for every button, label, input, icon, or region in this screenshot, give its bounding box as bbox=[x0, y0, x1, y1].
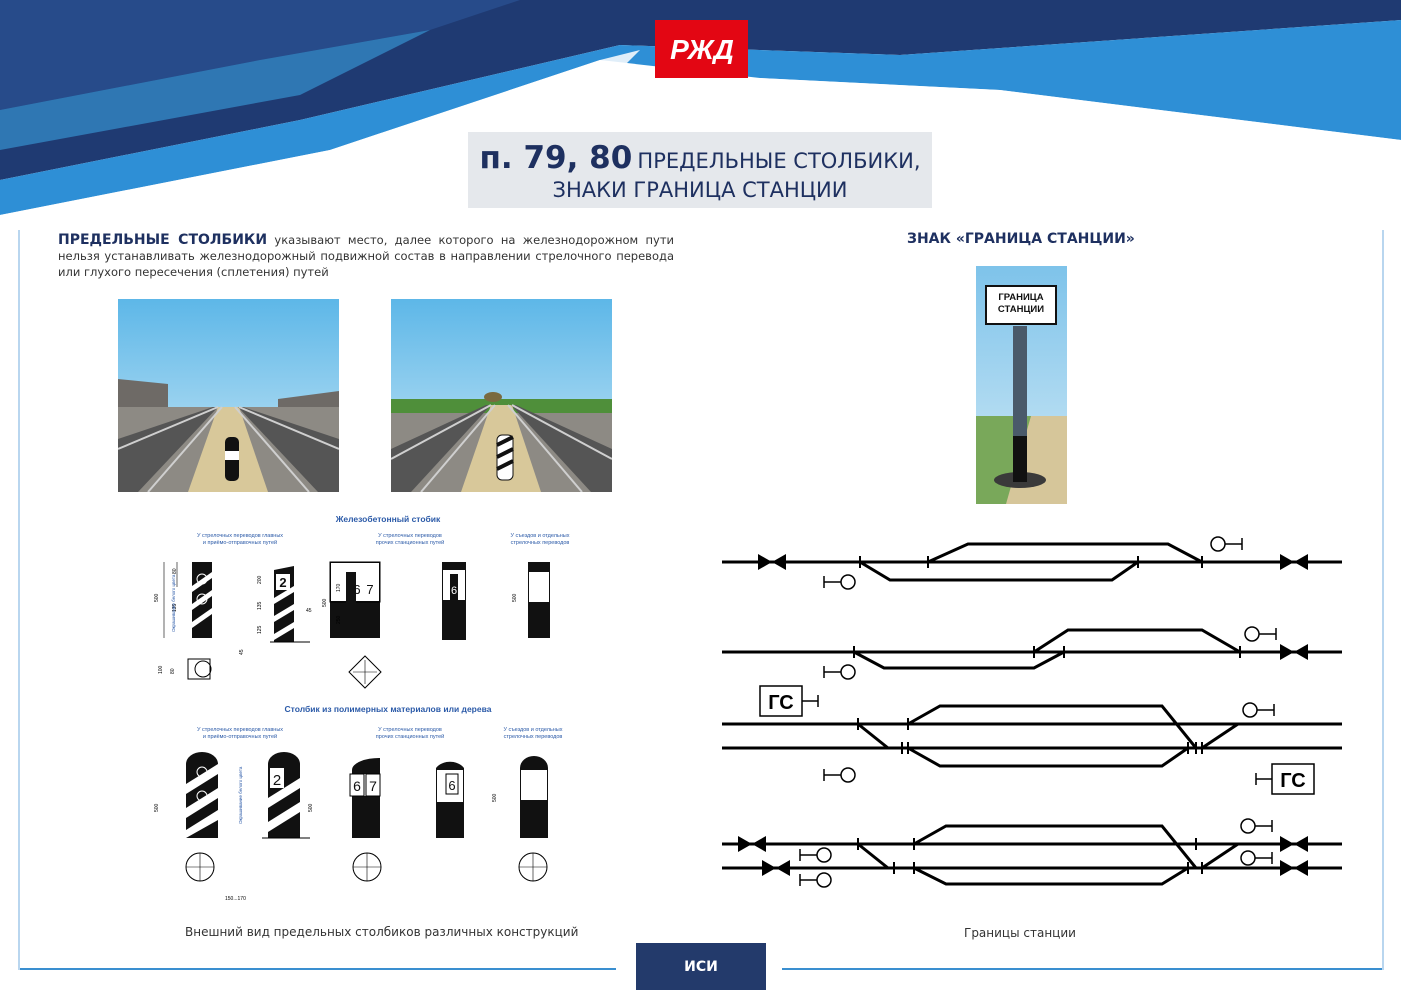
footer-tab: ИСИ bbox=[636, 943, 766, 990]
number-6-top: 6 bbox=[353, 582, 360, 597]
polymer-post-3: 6 7 500 bbox=[308, 757, 381, 838]
number-2-top: 2 bbox=[279, 575, 286, 590]
rzd-logo: РЖД bbox=[655, 20, 748, 78]
gs-sign-right: ГС bbox=[1255, 763, 1315, 795]
photo-limit-post-1 bbox=[118, 299, 339, 492]
station-sign-plate: ГРАНИЦА СТАНЦИИ bbox=[986, 292, 1056, 316]
rzd-logo-text: РЖД bbox=[670, 34, 734, 64]
dim-135-a: 135 bbox=[172, 603, 178, 612]
concrete-post-title: Железобетонный стобик bbox=[335, 514, 441, 524]
limit-post-drawings: Железобетонный стобик У стрелочных перев… bbox=[154, 514, 570, 902]
drawings-caption: Внешний вид предельных столбиков различн… bbox=[185, 925, 579, 939]
dim-45-a: 45 bbox=[239, 649, 245, 655]
page-title: п. 79, 80 ПРЕДЕЛЬНЫЕ СТОЛБИКИ, ЗНАКИ ГРА… bbox=[468, 132, 932, 208]
dim-125-b: 125 bbox=[257, 625, 263, 634]
number-2-bottom: 2 bbox=[273, 772, 281, 789]
header-background bbox=[0, 0, 1401, 228]
dim-80-a: 80 bbox=[172, 568, 178, 574]
rzd-logo-icon: РЖД bbox=[670, 34, 734, 64]
dim-170-c: 170 bbox=[336, 583, 342, 592]
polymer-post-2: 2 bbox=[262, 752, 310, 839]
intro-bold: ПРЕДЕЛЬНЫЕ СТОЛБИКИ bbox=[58, 232, 268, 248]
number-6-bottom: 6 bbox=[353, 778, 361, 794]
plan-diamond bbox=[348, 655, 382, 689]
station-sign-photo: ГРАНИЦА СТАНЦИИ bbox=[976, 266, 1067, 504]
dim-200-b: 200 bbox=[257, 575, 263, 584]
title-line2: ЗНАКИ ГРАНИЦА СТАНЦИИ bbox=[552, 178, 848, 202]
side-note-b: Окрашивание белого цвета bbox=[238, 766, 243, 824]
intro-paragraph: ПРЕДЕЛЬНЫЕ СТОЛБИКИ указывают место, дал… bbox=[58, 232, 674, 280]
number-6-top-b: 6 bbox=[451, 585, 457, 597]
dim-500-h: 500 bbox=[492, 793, 498, 802]
dim-500-a: 500 bbox=[154, 593, 160, 602]
number-7-top: 7 bbox=[366, 582, 373, 597]
footer-line-left bbox=[18, 968, 616, 970]
station-sign-heading: ЗНАК «ГРАНИЦА СТАНЦИИ» bbox=[907, 231, 1135, 247]
dim-45-b: 45 bbox=[306, 608, 312, 614]
plate-line2: СТАНЦИИ bbox=[997, 304, 1045, 315]
dim-80-plan: 80 bbox=[170, 668, 176, 674]
gs-label-right: ГС bbox=[1280, 770, 1306, 792]
station-sign-illustration bbox=[976, 266, 1067, 504]
dim-135-b: 135 bbox=[257, 601, 263, 610]
dim-250-c: 250 bbox=[336, 615, 342, 624]
title-line1: ПРЕДЕЛЬНЫЕ СТОЛБИКИ, bbox=[637, 149, 921, 173]
frame-right bbox=[1382, 230, 1384, 970]
polymer-post-title: Столбик из полимерных материалов или дер… bbox=[285, 704, 492, 714]
polymer-post-5: 500 bbox=[492, 756, 548, 838]
gs-label-left: ГС bbox=[768, 692, 794, 714]
dim-100: 100 bbox=[158, 665, 164, 674]
number-6-bottom-b: 6 bbox=[448, 778, 455, 793]
polymer-post-1: 500 Окрашивание белого цвета bbox=[154, 752, 243, 838]
polymer-post-4: 6 bbox=[436, 761, 464, 838]
concrete-post-4: 6 bbox=[442, 562, 466, 640]
photo-limit-post-2 bbox=[391, 299, 612, 492]
dim-500-c: 500 bbox=[322, 598, 328, 607]
station-boundary-schemes: ГС ГС bbox=[722, 536, 1342, 888]
title-number: п. 79, 80 bbox=[479, 140, 633, 176]
frame-left bbox=[18, 230, 20, 970]
dim-500-g: 500 bbox=[308, 803, 314, 812]
concrete-post-5: 500 bbox=[512, 562, 550, 638]
intro-text: указывают место, далее которого на желез… bbox=[58, 233, 675, 279]
side-note-a: Окрашивание белого цвета bbox=[171, 574, 176, 632]
scheme-caption: Границы станции bbox=[964, 926, 1076, 940]
dim-150-170: 150...170 bbox=[225, 896, 246, 902]
concrete-post-2: 2 200 135 125 45 bbox=[257, 566, 312, 643]
plate-line1: ГРАНИЦА bbox=[998, 292, 1044, 303]
footer-line-right bbox=[782, 968, 1384, 970]
number-7-bottom: 7 bbox=[369, 778, 377, 794]
dim-500-f: 500 bbox=[154, 803, 160, 812]
concrete-post-1: 500 80 135 Окрашивание белого цвета 45 bbox=[154, 562, 245, 655]
dim-500-e: 500 bbox=[512, 593, 518, 602]
concrete-post-3: 6 7 500 170 250 bbox=[322, 561, 381, 638]
plan-square-1 bbox=[187, 658, 211, 680]
gs-sign-left: ГС bbox=[759, 685, 819, 717]
